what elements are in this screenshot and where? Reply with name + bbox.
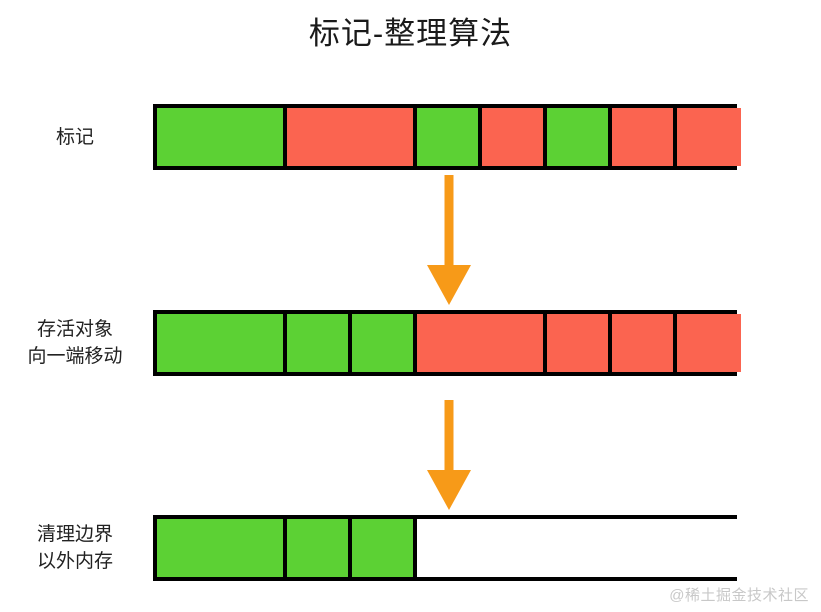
memory-cell-garbage <box>677 314 741 372</box>
memory-cell-live <box>287 314 352 372</box>
memory-cell-live <box>157 519 287 577</box>
arrow-mark-to-compact <box>427 175 471 305</box>
memory-cell-live <box>157 314 287 372</box>
memory-cell-garbage <box>612 314 677 372</box>
memory-cell-empty <box>417 519 741 577</box>
arrow-compact-to-clean <box>427 400 471 510</box>
memory-cell-live <box>547 108 612 166</box>
memory-bar-cleaned <box>153 515 741 581</box>
row-label-clean-beyond-boundary: 清理边界以外内存 <box>0 521 150 575</box>
memory-bar-compacted <box>153 310 741 376</box>
row-label-line: 向一端移动 <box>27 346 123 367</box>
memory-cell-live <box>352 519 417 577</box>
watermark: @稀土掘金技术社区 <box>669 587 809 604</box>
memory-cell-garbage <box>482 108 547 166</box>
row-label-line: 存活对象 <box>36 319 113 340</box>
page-title: 标记-整理算法 <box>308 16 513 51</box>
memory-cell-live <box>157 108 287 166</box>
row-label-move-live-objects: 存活对象向一端移动 <box>0 316 150 370</box>
row-label-line: 标记 <box>55 126 94 148</box>
row-label-line: 清理边界 <box>36 524 113 545</box>
memory-cell-garbage <box>677 108 741 166</box>
memory-cell-garbage <box>547 314 612 372</box>
memory-cell-live <box>417 108 482 166</box>
memory-cell-live <box>352 314 417 372</box>
memory-cell-garbage <box>417 314 547 372</box>
row-label-mark: 标记 <box>0 124 150 151</box>
memory-cell-garbage <box>612 108 677 166</box>
memory-cell-garbage <box>287 108 417 166</box>
memory-cell-live <box>287 519 352 577</box>
row-label-line: 以外内存 <box>36 551 113 572</box>
memory-bar-marked <box>153 104 741 170</box>
